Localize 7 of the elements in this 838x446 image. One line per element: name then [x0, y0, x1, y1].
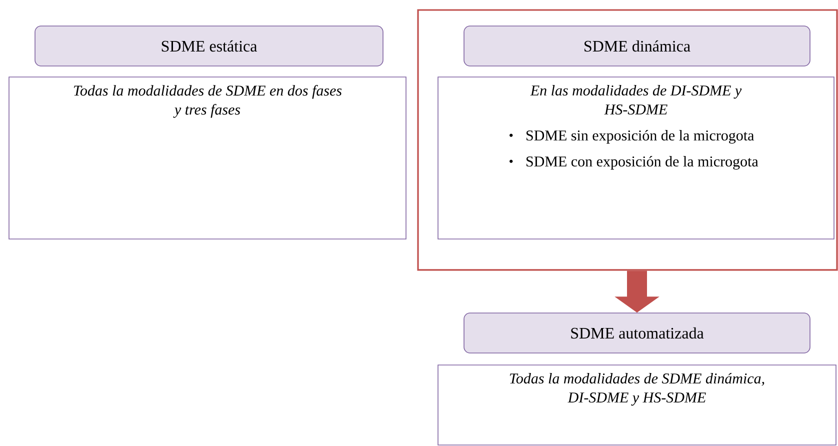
header-box: SDME dinámica — [464, 26, 810, 66]
text-box: Todas la modalidades de SDME dinámica, DI-SDME y HS-SDME — [438, 364, 836, 446]
text-box: Todas la modalidades de SDME en dos fases y tres fases — [8, 76, 406, 240]
group-frame — [417, 9, 838, 271]
header-box: SDME automatizada — [464, 312, 810, 354]
header-box: SDME estática — [34, 26, 384, 66]
text-box: En las modalidades de DI-SDME y HS-SDME SDME sin exposición de la microgota SDME con exposición de la microgota — [438, 76, 834, 240]
